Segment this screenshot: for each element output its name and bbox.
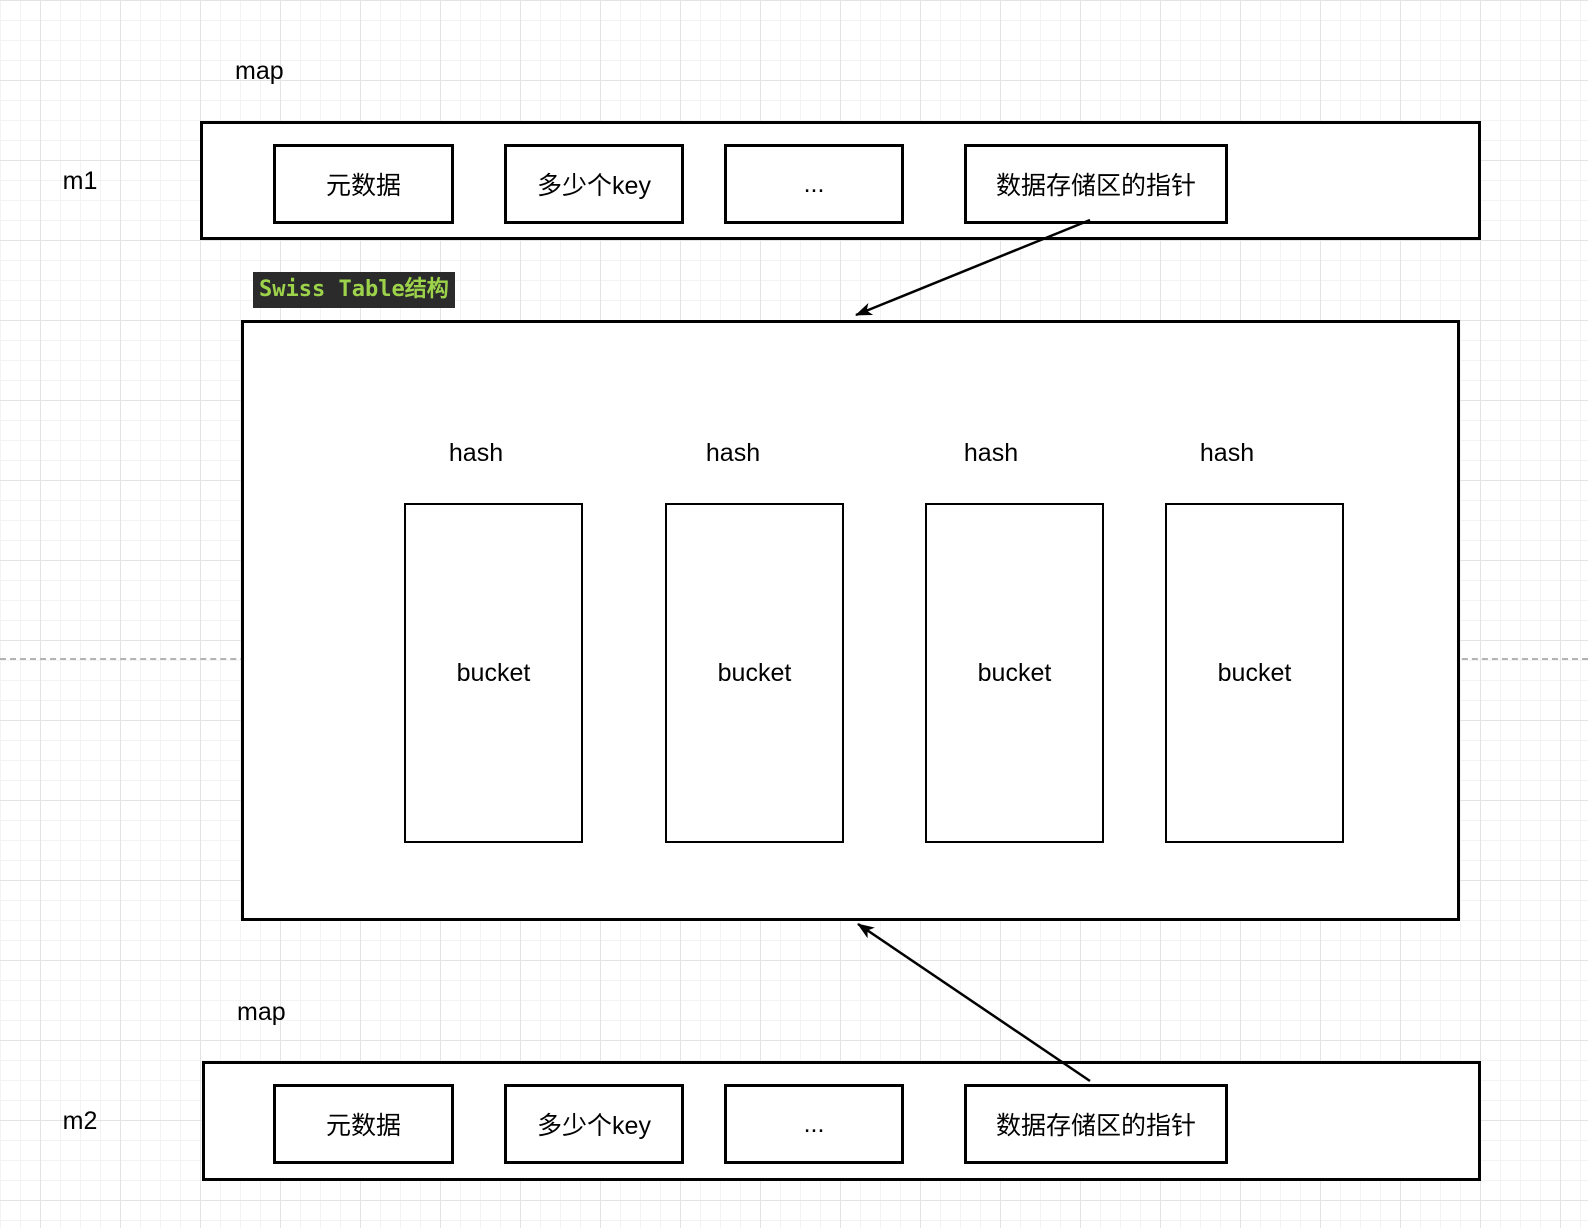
bucket-label: bucket (717, 658, 792, 687)
bucket-box-1[interactable]: bucket (404, 503, 583, 843)
field-box-m1-metadata[interactable]: 元数据 (273, 144, 454, 224)
field-label: 元数据 (325, 1112, 401, 1140)
field-label: ... (803, 169, 825, 198)
field-label: 多少个key (537, 172, 651, 200)
field-box-m2-keycount[interactable]: 多少个key (504, 1084, 684, 1164)
bucket-box-3[interactable]: bucket (925, 503, 1104, 843)
field-label: 元数据 (325, 172, 401, 200)
map-type-label-m1[interactable]: map (235, 57, 284, 85)
hash-label-1[interactable]: hash (448, 439, 504, 467)
var-label-m2[interactable]: m2 (62, 1107, 98, 1135)
bucket-label: bucket (456, 658, 531, 687)
bucket-box-2[interactable]: bucket (665, 503, 844, 843)
field-box-m2-ellipsis[interactable]: ... (724, 1084, 904, 1164)
map-type-label-m2[interactable]: map (237, 998, 286, 1026)
map-struct-box-m2[interactable]: 元数据 多少个key ... 数据存储区的指针 (202, 1061, 1481, 1181)
field-box-m1-keycount[interactable]: 多少个key (504, 144, 684, 224)
field-label: 数据存储区的指针 (995, 172, 1196, 200)
field-box-m2-metadata[interactable]: 元数据 (273, 1084, 454, 1164)
swiss-table-title[interactable]: Swiss Table结构 (253, 272, 455, 308)
bucket-box-4[interactable]: bucket (1165, 503, 1344, 843)
field-label: ... (803, 1109, 825, 1138)
pointer-arrow-m2-to-swiss-table[interactable] (857, 922, 1091, 1083)
hash-label-3[interactable]: hash (963, 439, 1019, 467)
map-struct-box-m1[interactable]: 元数据 多少个key ... 数据存储区的指针 (200, 121, 1481, 240)
field-box-m1-ellipsis[interactable]: ... (724, 144, 904, 224)
field-box-m1-data-pointer[interactable]: 数据存储区的指针 (964, 144, 1228, 224)
bucket-label: bucket (1217, 658, 1292, 687)
hash-label-4[interactable]: hash (1199, 439, 1255, 467)
field-label: 多少个key (537, 1112, 651, 1140)
swiss-table-box[interactable]: hash hash hash hash bucket bucket bucket… (241, 320, 1460, 921)
var-label-m1[interactable]: m1 (62, 167, 98, 195)
field-label: 数据存储区的指针 (995, 1112, 1196, 1140)
bucket-label: bucket (977, 658, 1052, 687)
field-box-m2-data-pointer[interactable]: 数据存储区的指针 (964, 1084, 1228, 1164)
hash-label-2[interactable]: hash (705, 439, 761, 467)
